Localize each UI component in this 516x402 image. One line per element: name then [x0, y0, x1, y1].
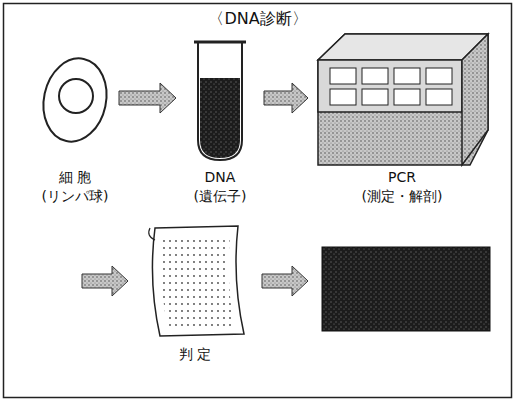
- node-label: 判 定: [179, 345, 211, 364]
- figure-node: 細 胞(リンパ球): [33, 48, 117, 210]
- flow-arrow: [119, 83, 176, 113]
- frame: [4, 4, 512, 398]
- flow-arrow: [264, 83, 308, 113]
- figure-node: 判 定: [140, 222, 250, 368]
- pcr-machine: [318, 34, 488, 165]
- figure-node: PCR(測定・解剖): [310, 28, 494, 210]
- result-sheet: [149, 226, 244, 336]
- test-tube: [194, 42, 246, 160]
- node-label: (測定・解剖): [362, 187, 443, 206]
- node-label: 細 胞: [59, 168, 91, 187]
- node-label: (遺伝子): [194, 187, 247, 206]
- node-label: PCR: [388, 168, 416, 187]
- cell-figure: [36, 52, 114, 147]
- figure-node: DNA(遺伝子): [178, 34, 262, 210]
- node-label: DNA: [205, 168, 236, 187]
- node-label: (リンパ球): [42, 187, 109, 206]
- diagram-title: 〈DNA診断〉: [0, 9, 516, 30]
- result-image: [322, 247, 490, 331]
